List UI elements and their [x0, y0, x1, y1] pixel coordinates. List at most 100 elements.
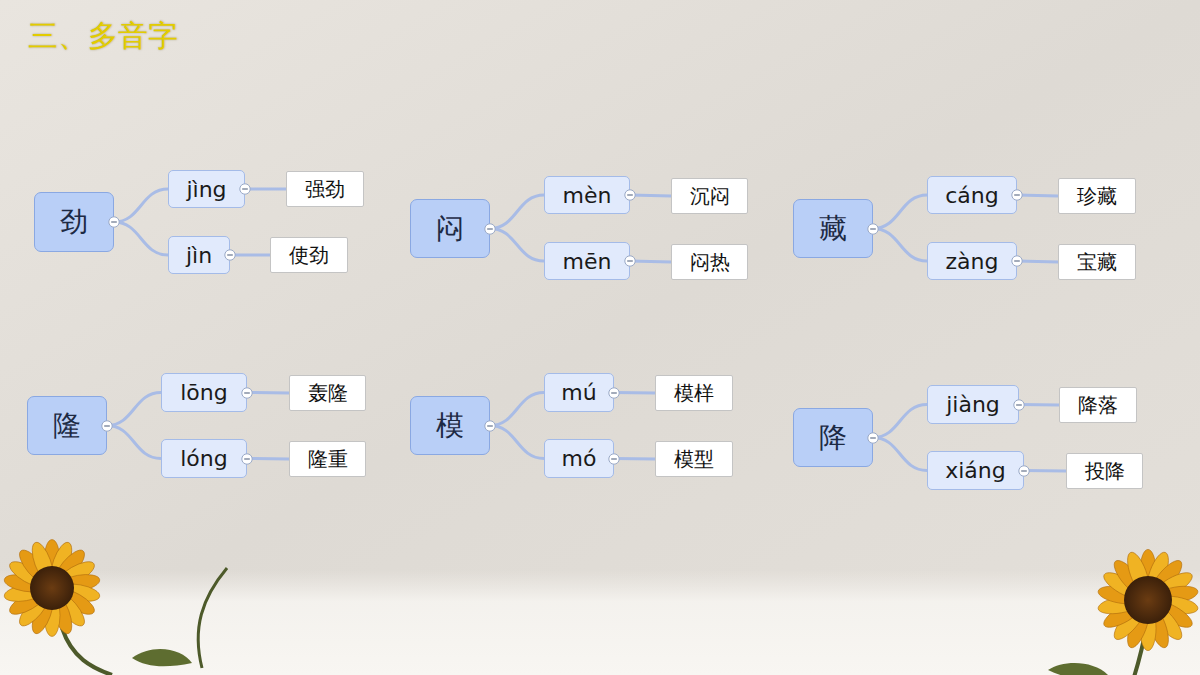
word: 珍藏: [1077, 183, 1117, 210]
connector: [490, 426, 544, 459]
collapse-icon: [239, 183, 251, 195]
connector: [1017, 261, 1058, 262]
collapse-icon: [608, 387, 620, 399]
collapse-icon: [1011, 255, 1023, 267]
pinyin-box: cáng: [927, 176, 1017, 214]
pinyin: lōng: [180, 380, 227, 405]
pinyin-box: xiáng: [927, 451, 1024, 490]
character-box: 劲: [34, 192, 114, 252]
pinyin-box: mú: [544, 373, 614, 412]
connector: [1017, 195, 1058, 196]
word: 降落: [1078, 392, 1118, 419]
connector: [230, 254, 270, 257]
collapse-icon: [241, 387, 253, 399]
word: 轰隆: [308, 380, 348, 407]
collapse-icon: [101, 420, 113, 432]
pinyin-box: mó: [544, 439, 614, 478]
word-box: 强劲: [286, 171, 364, 207]
pinyin: zàng: [946, 249, 999, 274]
pinyin: jiàng: [946, 392, 1000, 417]
connector: [630, 261, 671, 262]
word: 宝藏: [1077, 249, 1117, 276]
word: 隆重: [308, 446, 348, 473]
collapse-icon: [608, 453, 620, 465]
word: 投降: [1085, 458, 1125, 485]
word-box: 使劲: [270, 237, 348, 273]
pinyin-box: lóng: [161, 439, 247, 478]
word-box: 沉闷: [671, 178, 748, 214]
connector: [630, 195, 671, 196]
word-box: 珍藏: [1058, 178, 1136, 214]
collapse-icon: [1018, 465, 1030, 477]
collapse-icon: [1011, 189, 1023, 201]
word: 闷热: [690, 249, 730, 276]
connector: [614, 457, 655, 461]
connector: [247, 391, 289, 395]
connector: [873, 438, 927, 471]
word: 模型: [674, 446, 714, 473]
word: 使劲: [289, 242, 329, 269]
connector: [114, 189, 168, 222]
pinyin: jìn: [186, 243, 212, 268]
pinyin-box: mēn: [544, 242, 630, 280]
character: 劲: [60, 203, 88, 241]
word-box: 投降: [1066, 453, 1143, 489]
connector: [873, 229, 927, 262]
word-box: 降落: [1059, 387, 1137, 423]
pinyin: xiáng: [945, 458, 1006, 483]
character: 隆: [53, 407, 81, 445]
character-box: 藏: [793, 199, 873, 258]
collapse-icon: [224, 249, 236, 261]
pinyin-box: jìng: [168, 170, 245, 208]
word-box: 闷热: [671, 244, 748, 280]
pinyin-box: lōng: [161, 373, 247, 412]
character-box: 降: [793, 408, 873, 467]
character: 藏: [819, 210, 847, 248]
pinyin: mó: [562, 446, 597, 471]
word-box: 隆重: [289, 441, 366, 477]
floor-band: [0, 570, 1200, 675]
pinyin-box: zàng: [927, 242, 1017, 280]
pinyin: mèn: [563, 183, 612, 208]
character: 闷: [436, 210, 464, 248]
pinyin: mú: [561, 380, 596, 405]
word: 沉闷: [690, 183, 730, 210]
collapse-icon: [624, 189, 636, 201]
character: 降: [819, 419, 847, 457]
word-box: 模型: [655, 441, 733, 477]
collapse-icon: [241, 453, 253, 465]
collapse-icon: [867, 223, 879, 235]
character-box: 模: [410, 396, 490, 455]
connector: [490, 229, 544, 262]
connector: [873, 405, 927, 438]
connector: [490, 393, 544, 426]
pinyin: cáng: [945, 183, 999, 208]
word-box: 宝藏: [1058, 244, 1136, 280]
connector: [873, 195, 927, 229]
word: 模样: [674, 380, 714, 407]
connector: [114, 222, 168, 255]
character-box: 隆: [27, 396, 107, 455]
character-box: 闷: [410, 199, 490, 258]
connector: [1024, 469, 1066, 473]
sunflower: [3, 540, 227, 675]
connector: [245, 188, 286, 191]
pinyin: mēn: [563, 249, 612, 274]
collapse-icon: [108, 216, 120, 228]
collapse-icon: [624, 255, 636, 267]
connector: [1019, 403, 1059, 407]
connector: [614, 391, 655, 395]
word-box: 模样: [655, 375, 733, 411]
collapse-icon: [484, 420, 496, 432]
pinyin: jìng: [186, 177, 226, 202]
sunflower: [1048, 549, 1199, 675]
word: 强劲: [305, 176, 345, 203]
connector: [247, 457, 289, 461]
pinyin-box: jìn: [168, 236, 230, 274]
collapse-icon: [484, 223, 496, 235]
connector: [107, 426, 161, 459]
collapse-icon: [867, 432, 879, 444]
